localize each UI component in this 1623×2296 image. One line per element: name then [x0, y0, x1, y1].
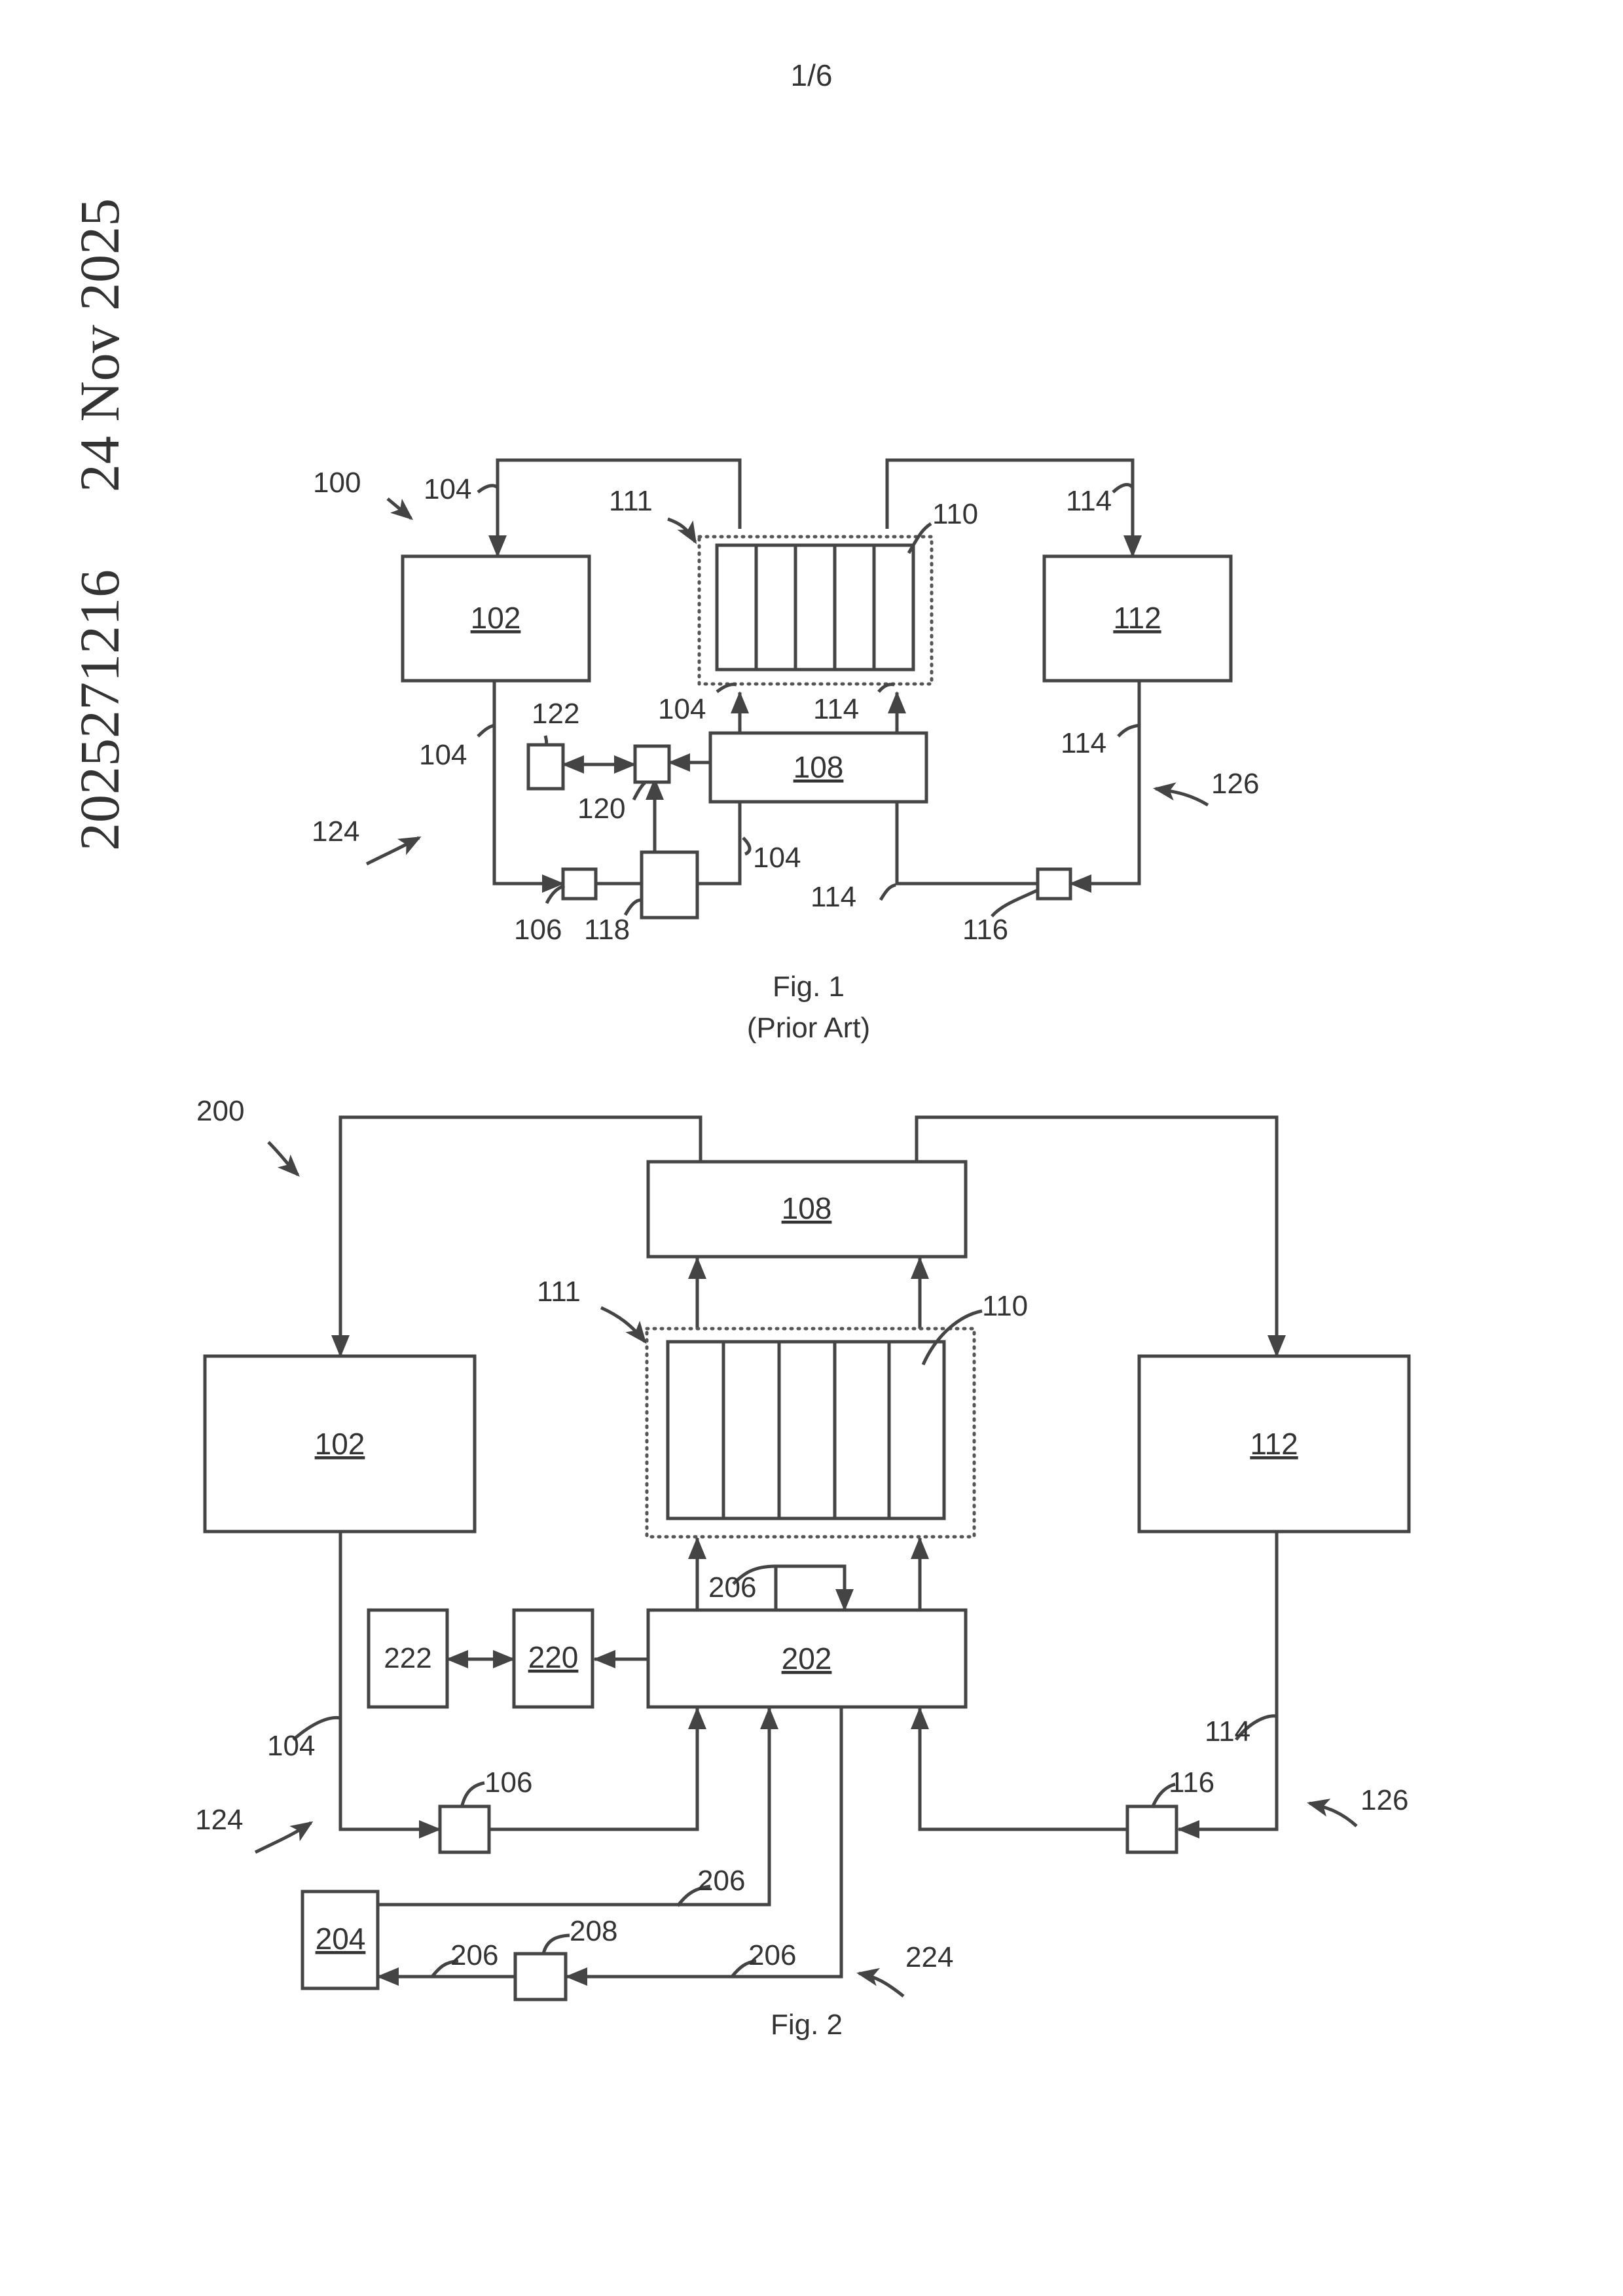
fig2-label-102: 102 — [315, 1427, 365, 1461]
fig2-label-108: 108 — [782, 1191, 832, 1225]
fig2-ref-111: 111 — [537, 1276, 581, 1308]
fig2-ref-126: 126 — [1360, 1784, 1408, 1816]
fig1-ref-126: 126 — [1211, 768, 1259, 800]
fig2-leader-106 — [462, 1783, 484, 1808]
fig1-box-118 — [642, 852, 697, 918]
fig1-label-112: 112 — [1113, 601, 1161, 635]
fig2-ref-114: 114 — [1205, 1715, 1250, 1748]
figure-2: 108 102 112 202 222 220 204 200 111 110 … — [195, 1095, 1409, 2041]
fig2-stack-110 — [668, 1342, 944, 1518]
fig2-leader-208 — [543, 1935, 570, 1954]
fig1-ref-120: 120 — [577, 793, 625, 825]
fig1-leader-122 — [545, 736, 547, 745]
fig1-box-116 — [1038, 869, 1070, 899]
fig2-ref-116: 116 — [1169, 1767, 1214, 1799]
fig1-leader-118 — [625, 900, 642, 915]
fig1-ref-116: 116 — [962, 914, 1008, 946]
fig2-line-206-internal — [776, 1566, 845, 1610]
fig2-line-116-to-202 — [920, 1708, 1127, 1829]
fig2-box-106 — [440, 1806, 489, 1852]
fig2-ref-224: 224 — [905, 1941, 953, 1973]
fig1-box-106 — [563, 869, 596, 899]
fig1-box-122 — [528, 745, 563, 789]
fig1-ref-104-left: 104 — [419, 739, 467, 771]
fig2-caption: Fig. 2 — [771, 2009, 843, 2041]
fig2-arrow-111 — [601, 1308, 645, 1342]
fig2-label-202: 202 — [782, 1641, 832, 1676]
fig1-leader-116 — [992, 890, 1038, 916]
fig2-ref-206-top: 206 — [708, 1571, 756, 1604]
fig2-ref-206-mid: 206 — [697, 1865, 745, 1897]
fig2-box-208 — [515, 1954, 566, 2000]
fig1-ref-114-bottom: 114 — [811, 881, 856, 913]
fig1-leader-114-top — [1113, 484, 1133, 492]
fig2-ref-106: 106 — [484, 1767, 532, 1799]
fig1-ref-110: 110 — [932, 498, 978, 530]
fig1-ref-114-inlet: 114 — [813, 693, 859, 725]
fig2-arrow-126 — [1309, 1803, 1357, 1826]
fig2-ref-200: 200 — [196, 1095, 244, 1127]
fig1-ref-100: 100 — [313, 467, 361, 499]
fig1-label-108: 108 — [793, 750, 844, 784]
fig2-label-220: 220 — [528, 1640, 579, 1674]
fig1-ref-104-top: 104 — [424, 473, 471, 505]
fig1-box-120 — [635, 746, 669, 782]
fig1-caption: Fig. 1 — [773, 971, 845, 1003]
fig1-arrow-100 — [388, 499, 411, 518]
fig1-line-114-right — [1070, 681, 1139, 884]
fig1-ref-124: 124 — [312, 816, 359, 848]
fig1-leader-114-inlet — [879, 685, 894, 692]
fig1-arrow-124 — [367, 838, 419, 864]
fig2-label-204: 204 — [316, 1922, 366, 1956]
fig1-stack-110 — [717, 545, 913, 670]
fig1-label-102: 102 — [471, 601, 521, 635]
fig1-leader-114-bottom — [881, 885, 896, 900]
fig1-arrow-111 — [668, 519, 695, 542]
fig2-ref-124: 124 — [195, 1804, 243, 1836]
fig1-ref-106: 106 — [514, 914, 562, 946]
fig2-arrow-224 — [859, 1973, 903, 1996]
fig2-label-222: 222 — [384, 1642, 431, 1674]
fig2-arrow-124 — [255, 1823, 311, 1852]
fig2-ref-208: 208 — [570, 1915, 617, 1947]
fig1-leader-120 — [634, 783, 645, 800]
fig1-ref-114-top: 114 — [1066, 485, 1112, 517]
fig2-line-114-top — [917, 1117, 1277, 1356]
figure-1: 102 112 108 100 104 111 110 114 122 104 … — [312, 460, 1259, 1044]
fig1-ref-104-inlet: 104 — [658, 693, 706, 725]
fig1-leader-110 — [909, 524, 931, 553]
fig1-ref-118: 118 — [584, 914, 630, 946]
fig2-ref-104: 104 — [267, 1730, 315, 1762]
fig1-caption-sub: (Prior Art) — [747, 1012, 870, 1044]
fig2-ref-110: 110 — [982, 1290, 1028, 1322]
fig1-ref-111: 111 — [609, 485, 653, 517]
fig1-leader-104-top — [478, 486, 498, 492]
fig1-ref-114-right: 114 — [1061, 727, 1106, 759]
fig2-ref-206-left: 206 — [450, 1939, 498, 1971]
fig1-leader-104-bottom — [743, 838, 750, 854]
fig1-ref-104-bottom: 104 — [753, 842, 801, 874]
fig1-arrow-126 — [1156, 789, 1208, 805]
fig2-label-112: 112 — [1250, 1427, 1298, 1461]
fig1-leader-114-right — [1118, 725, 1139, 736]
fig1-leader-104-left — [478, 725, 494, 736]
fig2-ref-206-right: 206 — [748, 1939, 796, 1971]
fig1-ref-122: 122 — [532, 698, 579, 730]
fig2-arrow-200 — [268, 1142, 298, 1175]
fig2-box-116 — [1127, 1806, 1176, 1852]
